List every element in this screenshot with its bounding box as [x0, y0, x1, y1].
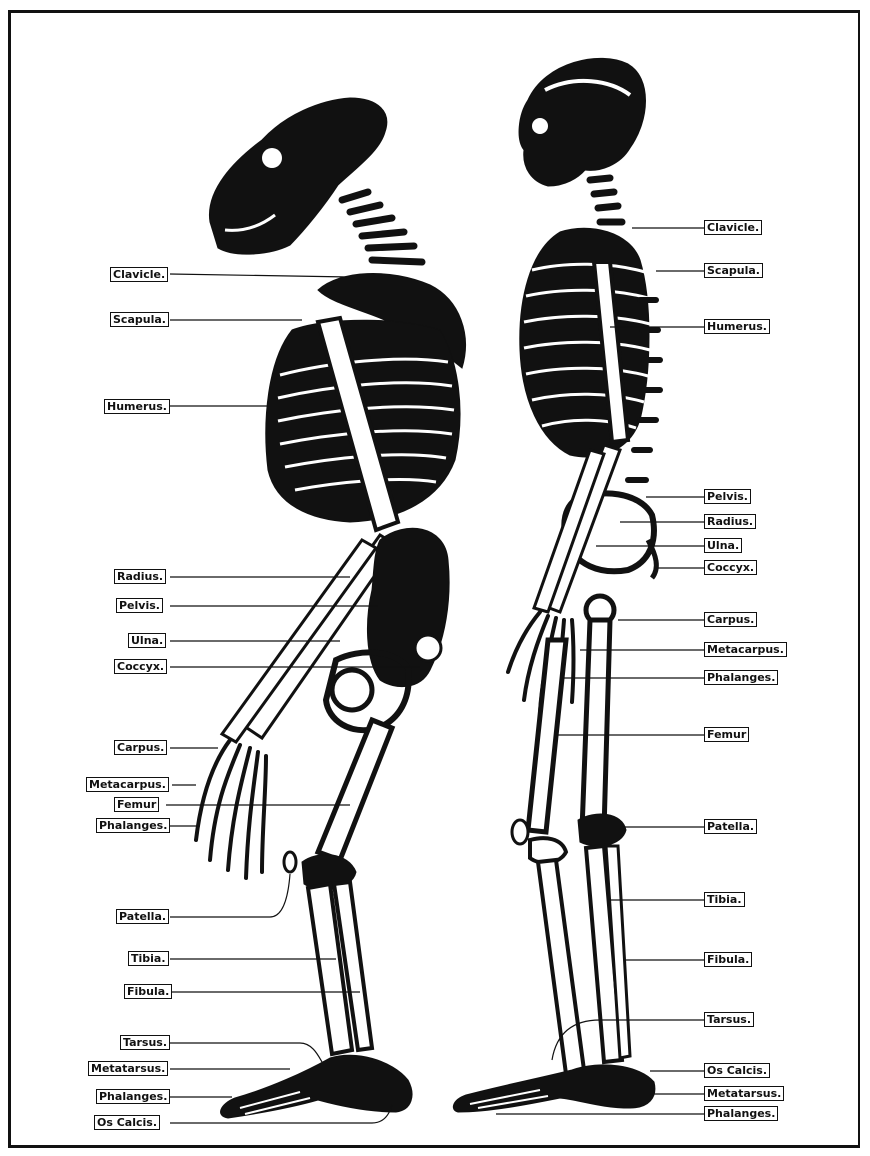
gorilla-label-carpus: Carpus.: [114, 740, 167, 755]
human-label-femur: Femur: [704, 727, 749, 742]
gorilla-label-metacarpus: Metacarpus.: [86, 777, 169, 792]
human-label-metatarsus: Metatarsus.: [704, 1086, 784, 1101]
human-label-phalanges-hand: Phalanges.: [704, 670, 778, 685]
human-label-clavicle: Clavicle.: [704, 220, 762, 235]
human-label-ulna: Ulna.: [704, 538, 742, 553]
human-label-humerus: Humerus.: [704, 319, 770, 334]
human-label-pelvis: Pelvis.: [704, 489, 751, 504]
gorilla-label-os-calcis: Os Calcis.: [94, 1115, 160, 1130]
gorilla-label-tarsus: Tarsus.: [120, 1035, 170, 1050]
gorilla-label-metatarsus: Metatarsus.: [88, 1061, 168, 1076]
gorilla-label-phalanges-foot: Phalanges.: [96, 1089, 170, 1104]
human-label-patella: Patella.: [704, 819, 757, 834]
human-label-os-calcis: Os Calcis.: [704, 1063, 770, 1078]
gorilla-label-pelvis: Pelvis.: [116, 598, 163, 613]
gorilla-label-phalanges-hand: Phalanges.: [96, 818, 170, 833]
gorilla-label-humerus: Humerus.: [104, 399, 170, 414]
human-label-phalanges-foot: Phalanges.: [704, 1106, 778, 1121]
human-label-scapula: Scapula.: [704, 263, 763, 278]
human-label-carpus: Carpus.: [704, 612, 757, 627]
human-skeleton: [453, 58, 660, 1112]
gorilla-pelvis: [367, 528, 449, 686]
human-label-tarsus: Tarsus.: [704, 1012, 754, 1027]
gorilla-label-tibia: Tibia.: [128, 951, 169, 966]
gorilla-label-femur: Femur: [114, 797, 159, 812]
gorilla-label-ulna: Ulna.: [128, 633, 166, 648]
gorilla-label-patella: Patella.: [116, 909, 169, 924]
gorilla-label-scapula: Scapula.: [110, 312, 169, 327]
human-label-radius: Radius.: [704, 514, 756, 529]
human-label-metacarpus: Metacarpus.: [704, 642, 787, 657]
human-label-fibula: Fibula.: [704, 952, 752, 967]
gorilla-label-radius: Radius.: [114, 569, 166, 584]
human-label-coccyx: Coccyx.: [704, 560, 757, 575]
gorilla-skeleton: [196, 98, 465, 1118]
human-label-tibia: Tibia.: [704, 892, 745, 907]
gorilla-label-coccyx: Coccyx.: [114, 659, 167, 674]
gorilla-label-fibula: Fibula.: [124, 984, 172, 999]
gorilla-label-clavicle: Clavicle.: [110, 267, 168, 282]
